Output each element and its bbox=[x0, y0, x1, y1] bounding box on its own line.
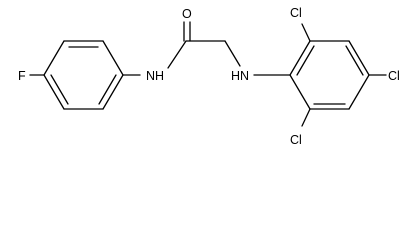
bond-ring2-4 bbox=[348, 74, 370, 110]
amine-nitrogen-label: N bbox=[240, 69, 249, 83]
bond-ring1-inner-b bbox=[98, 74, 117, 105]
amine-hydrogen-label: H bbox=[231, 69, 240, 83]
fluorine-label: F bbox=[18, 69, 26, 83]
bond-c-cl-bottom bbox=[301, 108, 311, 127]
chlorine-bottom-label: Cl bbox=[290, 133, 302, 147]
bond-ring2-1 bbox=[289, 40, 311, 76]
bond-ring1-6 bbox=[43, 74, 65, 110]
bond-ring1-inner-c bbox=[50, 74, 69, 105]
bond-ring2-6 bbox=[289, 74, 311, 110]
bond-ring2-inner-b bbox=[345, 45, 364, 76]
fluorophenyl-ring bbox=[43, 40, 124, 110]
amide-nitrogen-label: N bbox=[146, 69, 155, 83]
carbonyl-oxygen-label: O bbox=[182, 7, 192, 21]
chlorine-right-label: Cl bbox=[388, 69, 400, 83]
bond-ch2-nh bbox=[224, 40, 241, 67]
chemical-structure: F N H O H N Cl Cl Cl bbox=[18, 6, 400, 147]
bond-ring1-4 bbox=[102, 74, 124, 110]
bond-ring1-3 bbox=[102, 40, 124, 76]
chlorine-top-label: Cl bbox=[290, 6, 302, 20]
bond-c-cl-top bbox=[301, 23, 311, 42]
trichlorophenyl-ring bbox=[289, 40, 370, 110]
bond-ring2-inner-a bbox=[296, 45, 315, 76]
bond-nh-carbonyl bbox=[167, 40, 187, 69]
amide-hydrogen-label: H bbox=[155, 69, 164, 83]
bond-ring1-1 bbox=[43, 40, 65, 76]
bond-ring2-3 bbox=[348, 40, 370, 76]
